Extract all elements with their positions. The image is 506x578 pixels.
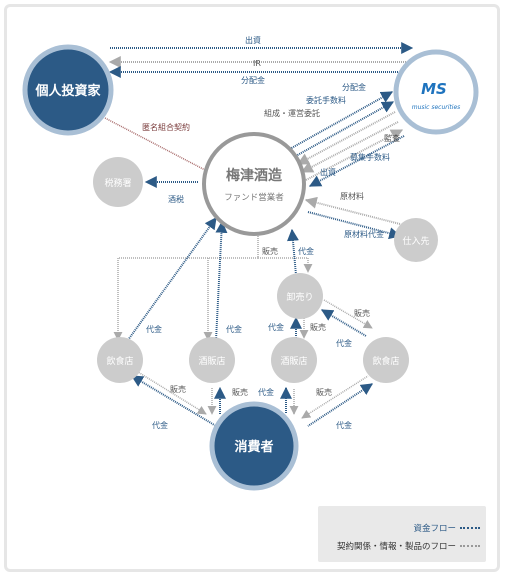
label-payment-rest-left: 代金 <box>146 324 162 334</box>
legend-contract-flow-line <box>460 545 480 547</box>
label-anonymous-partnership: 匿名組合契約 <box>142 122 190 132</box>
brewery-sales-flows <box>113 212 313 341</box>
label-sales-wholesale: 販売 <box>262 246 278 256</box>
legend-money-flow: 資金フロー <box>413 522 480 534</box>
restaurant-right-label: 飲食店 <box>372 355 399 367</box>
supplier-flows <box>304 196 402 240</box>
legend-contract-flow: 契約関係・情報・製品のフロー <box>337 540 480 552</box>
label-raw-material: 原材料 <box>340 191 364 201</box>
partnership-line <box>104 117 206 171</box>
label-payment-w1: 代金 <box>268 322 284 332</box>
ms-brewery-flows <box>287 91 405 187</box>
label-consignment-fee: 委託手数料 <box>306 95 346 105</box>
label-sales-cons-left: 販売 <box>170 384 186 394</box>
liquor-store-right-label: 酒販店 <box>280 355 307 367</box>
wholesaler-node: 卸売り <box>277 273 323 319</box>
ms-logo-text: music securities <box>412 104 461 111</box>
label-sales-cons-mid-left: 販売 <box>232 387 248 397</box>
legend-contract-flow-label: 契約関係・情報・製品のフロー <box>336 542 456 552</box>
brewery-payment-flows <box>127 217 299 341</box>
label-sales-w1: 販売 <box>354 308 370 318</box>
investor-label: 個人投資家 <box>34 83 101 99</box>
liquor-store-left-label: 酒販店 <box>198 355 225 367</box>
supplier-label: 仕入先 <box>402 235 429 247</box>
liquor-store-left-node: 酒販店 <box>189 337 235 383</box>
label-distribution-ms: 分配金 <box>342 82 366 92</box>
legend-money-flow-label: 資金フロー <box>413 524 456 534</box>
legend-money-flow-line <box>460 527 480 529</box>
tax-office-node: 税務署 <box>93 157 143 207</box>
restaurant-left-label: 飲食店 <box>106 355 133 367</box>
music-securities-node: MS music securities <box>393 49 479 135</box>
investor-ms-flows <box>108 42 414 78</box>
brewery-name: 梅津酒造 <box>226 167 282 184</box>
wholesaler-label: 卸売り <box>286 291 313 303</box>
label-distribution-top: 分配金 <box>241 75 265 85</box>
label-payment-liquor-left: 代金 <box>226 324 242 334</box>
investor-node: 個人投資家 <box>22 44 114 136</box>
brewery-node: 梅津酒造 ファンド営業者 <box>202 132 306 236</box>
tax-office-label: 税務署 <box>104 177 131 189</box>
restaurant-left-node: 飲食店 <box>97 337 143 383</box>
label-sales-w2: 販売 <box>310 322 326 332</box>
consumer-label: 消費者 <box>234 439 273 455</box>
label-recruit-fee: 募集手数料 <box>350 152 390 162</box>
ms-logo-mark: MS <box>421 80 447 98</box>
legend: 資金フロー 契約関係・情報・製品のフロー <box>318 506 486 562</box>
label-raw-material-payment: 原材料代金 <box>344 229 384 239</box>
wholesaler-flows <box>290 299 373 339</box>
label-payment-cons-mid-right: 代金 <box>258 387 274 397</box>
consumer-node: 消費者 <box>209 401 299 491</box>
label-audit: 監査 <box>384 133 400 143</box>
label-payment-cons-right: 代金 <box>336 420 352 430</box>
restaurant-right-node: 飲食店 <box>363 337 409 383</box>
flow-labels: 出資 IR 分配金 匿名組合契約 分配金 委託手数料 組成・運営委託 監査 募集… <box>142 35 400 430</box>
liquor-store-right-node: 酒販店 <box>271 337 317 383</box>
label-formation: 組成・運営委託 <box>264 108 320 118</box>
label-investment-top: 出資 <box>245 35 261 45</box>
label-ir: IR <box>253 59 261 68</box>
brewery-role: ファンド営業者 <box>224 192 284 203</box>
label-payment-cons-left: 代金 <box>152 420 168 430</box>
label-investment-ms: 出資 <box>320 167 336 177</box>
label-sake-tax: 酒税 <box>168 194 184 204</box>
supplier-node: 仕入先 <box>394 218 438 262</box>
label-payment-w2: 代金 <box>336 338 352 348</box>
label-payment-wholesale: 代金 <box>298 246 314 256</box>
label-sales-cons-mid-right: 販売 <box>316 387 332 397</box>
consumer-flows <box>130 371 374 427</box>
